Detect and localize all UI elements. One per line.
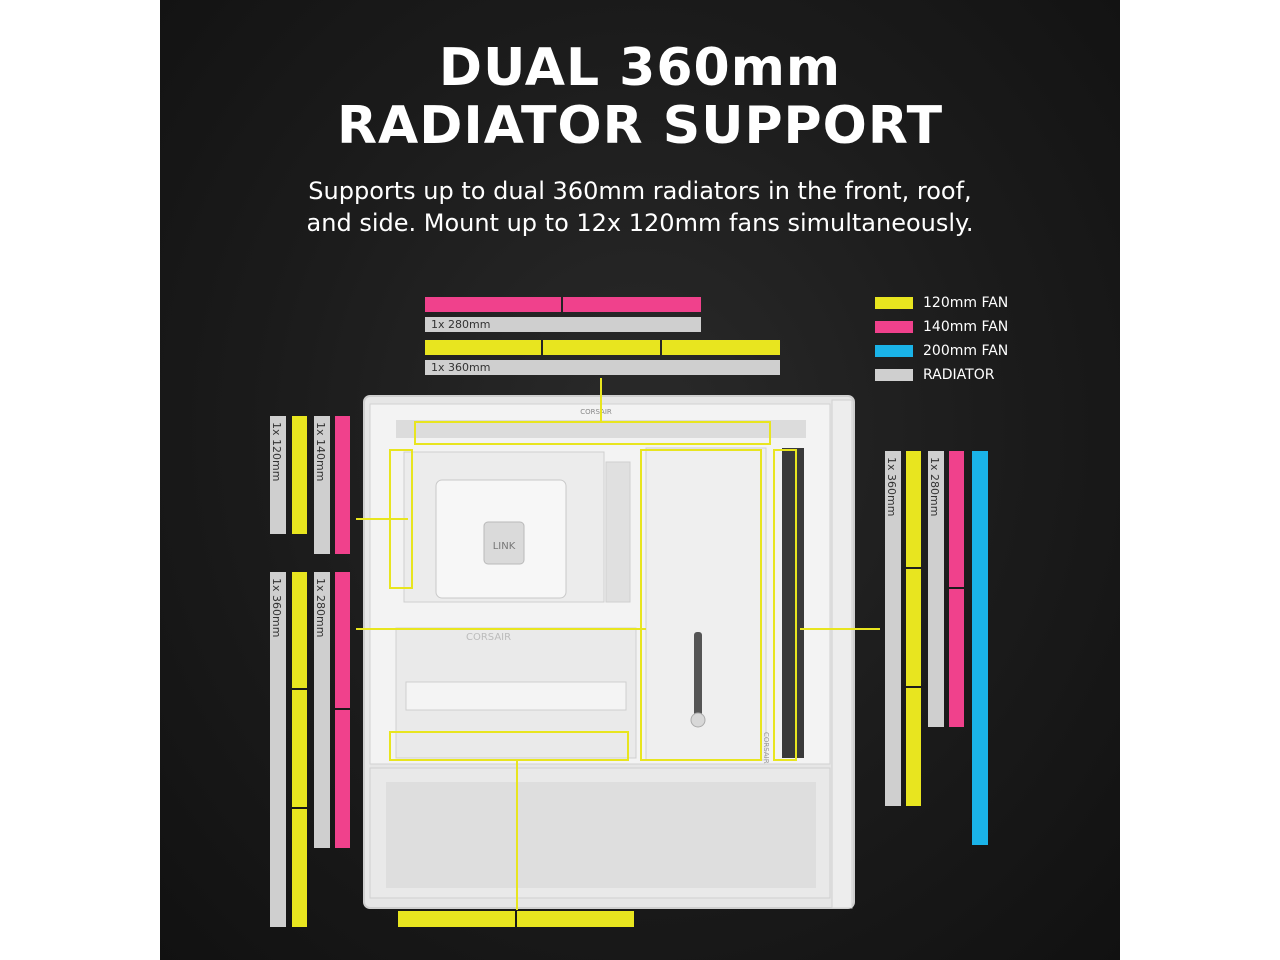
side-radiator-280-label: 1x 280mm	[314, 578, 327, 638]
side-140mm-fan-2	[335, 710, 350, 848]
title-line-1: DUAL 360mm	[438, 38, 842, 98]
legend-swatch-gray	[875, 369, 913, 381]
side-radiator-280: 1x 280mm	[314, 572, 330, 848]
legend-140mm-fan: 140mm FAN	[875, 319, 1009, 335]
bottom-leader-line	[516, 760, 518, 910]
bottom-fan-highlight	[389, 731, 629, 761]
top-leader-line	[600, 378, 602, 422]
front-200mm-fan	[972, 451, 988, 845]
top-radiator-360-label: 1x 360mm	[431, 361, 491, 374]
subtitle-line-2: and side. Mount up to 12x 120mm fans sim…	[306, 209, 974, 237]
side-fan-highlight	[640, 449, 762, 761]
side-radiator-360: 1x 360mm	[270, 572, 286, 927]
legend-120mm-fan: 120mm FAN	[875, 295, 1009, 311]
link-module	[483, 521, 525, 565]
rear-leader-line	[356, 518, 408, 520]
front-fan-strip	[782, 448, 804, 758]
case-brand-side: CORSAIR	[762, 732, 770, 764]
gpu-cable-end	[690, 712, 706, 728]
diagram-panel: DUAL 360mm RADIATOR SUPPORT Supports up …	[160, 0, 1120, 960]
side-radiator-360-label: 1x 360mm	[270, 578, 283, 638]
title-line-2: RADIATOR SUPPORT	[336, 96, 944, 156]
bottom-120mm-fan-2	[517, 911, 634, 927]
side-leader-line	[356, 628, 646, 630]
legend-label: 200mm FAN	[923, 343, 1009, 359]
front-radiator-360: 1x 360mm	[885, 451, 901, 806]
front-radiator-280-label: 1x 280mm	[928, 457, 941, 517]
legend-swatch-pink	[875, 321, 913, 333]
top-120mm-fan-1	[425, 340, 541, 355]
legend-label: RADIATOR	[923, 367, 995, 383]
top-120mm-fan-2	[543, 340, 660, 355]
subtitle-line-1: Supports up to dual 360mm radiators in t…	[308, 177, 972, 205]
legend-label: 140mm FAN	[923, 319, 1009, 335]
legend-label: 120mm FAN	[923, 295, 1009, 311]
top-radiator-280: 1x 280mm	[425, 317, 701, 332]
link-logo: LINK	[493, 541, 516, 552]
front-120mm-fan-2	[906, 569, 921, 686]
pcie-bracket	[405, 681, 627, 711]
front-leader-line	[800, 628, 880, 630]
rear-radiator-140-label: 1x 140mm	[314, 422, 327, 482]
top-fan-highlight	[414, 421, 771, 445]
front-120mm-fan-3	[906, 688, 921, 806]
front-radiator-360-label: 1x 360mm	[885, 457, 898, 517]
cable-slot	[605, 461, 631, 603]
legend-swatch-yellow	[875, 297, 913, 309]
front-radiator-280: 1x 280mm	[928, 451, 944, 727]
bottom-120mm-fan-1	[398, 911, 515, 927]
rear-120mm-fan	[292, 416, 307, 534]
top-radiator-280-label: 1x 280mm	[431, 318, 491, 331]
top-140mm-fan-2	[563, 297, 701, 312]
rear-radiator-140: 1x 140mm	[314, 416, 330, 554]
side-120mm-fan-3	[292, 809, 307, 927]
front-fan-highlight	[773, 449, 797, 761]
side-140mm-fan-1	[335, 572, 350, 708]
rear-radiator-120: 1x 120mm	[270, 416, 286, 534]
rear-radiator-120-label: 1x 120mm	[270, 422, 283, 482]
legend-200mm-fan: 200mm FAN	[875, 343, 1009, 359]
top-radiator-360: 1x 360mm	[425, 360, 780, 375]
case-brand-mid: CORSAIR	[466, 632, 511, 643]
side-120mm-fan-1	[292, 572, 307, 688]
top-120mm-fan-3	[662, 340, 780, 355]
case-brand-top: CORSAIR	[580, 408, 612, 416]
front-140mm-fan-1	[949, 451, 964, 587]
side-120mm-fan-2	[292, 690, 307, 807]
gpu-mount-area	[645, 447, 767, 761]
mesh-panel	[386, 782, 816, 888]
pc-case-illustration: LINK CORSAIR CORSAIR CORSAIR	[363, 395, 855, 909]
legend-radiator: RADIATOR	[875, 367, 995, 383]
case-top-rail	[396, 420, 806, 438]
front-panel	[831, 399, 853, 909]
gpu-cable	[694, 632, 702, 716]
legend-swatch-blue	[875, 345, 913, 357]
front-120mm-fan-1	[906, 451, 921, 567]
front-140mm-fan-2	[949, 589, 964, 727]
rear-140mm-fan	[335, 416, 350, 554]
top-140mm-fan-1	[425, 297, 561, 312]
